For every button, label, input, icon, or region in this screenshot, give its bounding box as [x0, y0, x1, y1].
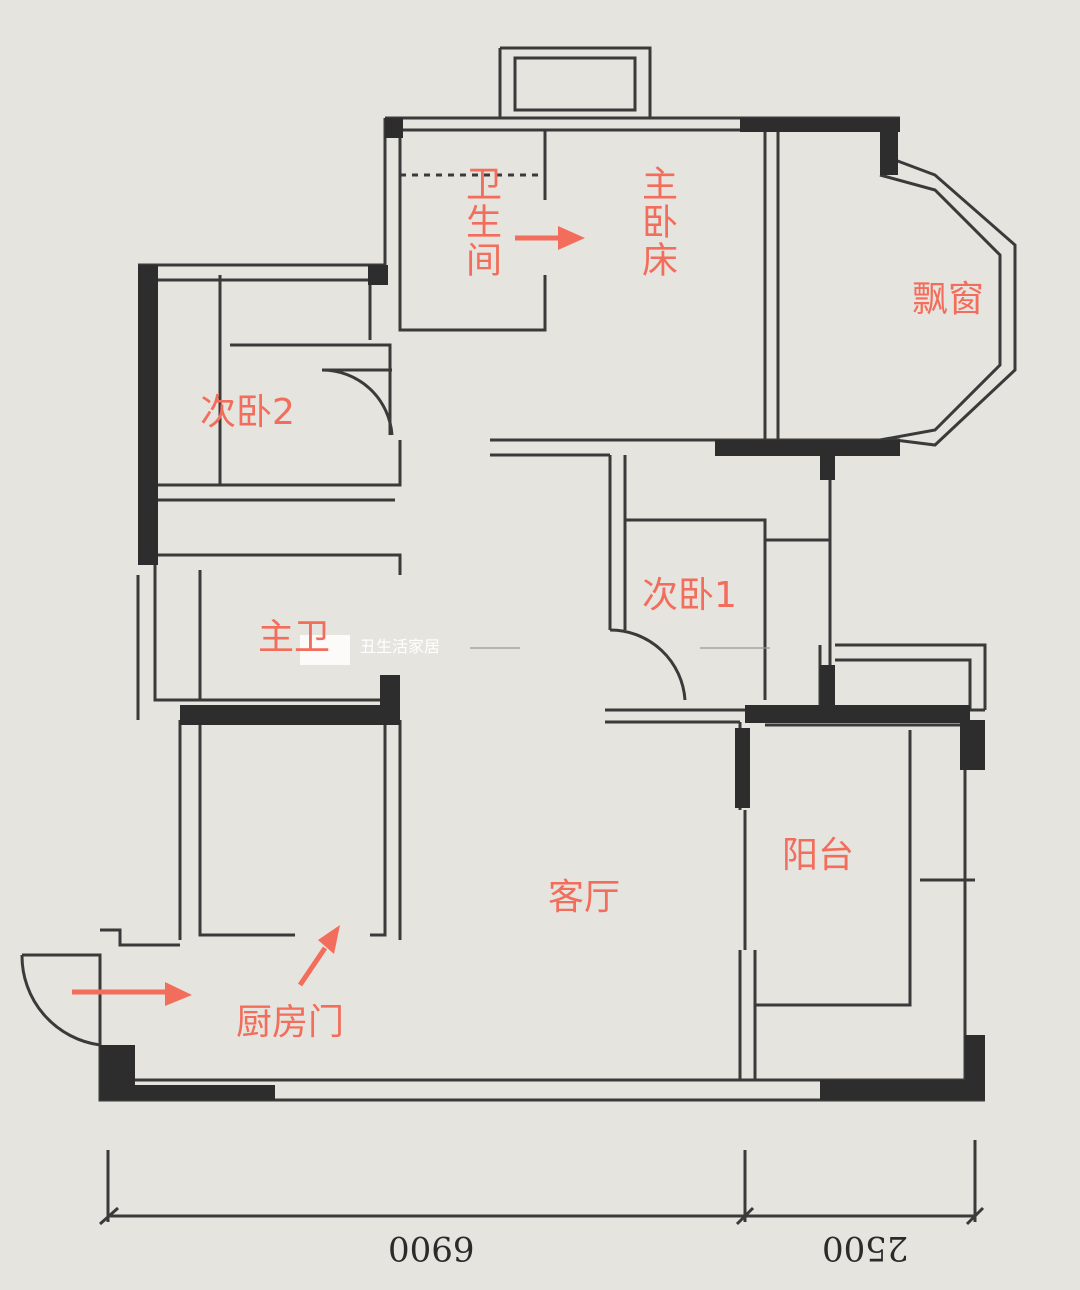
watermark-logo: [300, 635, 770, 665]
annotation-arrows: [72, 226, 585, 1006]
label-master-bedroom: 主卧床: [636, 165, 677, 279]
label-bedroom2: 次卧2: [200, 392, 295, 433]
label-bedroom1: 次卧1: [642, 575, 737, 616]
plan-lines: [20, 46, 1017, 1226]
dimension-left: 6900: [388, 1228, 475, 1268]
label-bathroom-small: 卫生间: [460, 165, 501, 279]
watermark-text: 丑生活家居: [360, 637, 441, 656]
label-balcony: 阳台: [782, 835, 855, 876]
label-kitchen-door: 厨房门: [236, 1002, 345, 1043]
label-living-room: 客厅: [548, 877, 621, 918]
label-master-bath: 主卫: [258, 617, 331, 658]
dimension-right: 2500: [822, 1228, 909, 1268]
arrow-kitchen-door: [297, 946, 328, 987]
label-bay-window: 飘窗: [912, 279, 985, 320]
thick-walls: [100, 118, 985, 1100]
